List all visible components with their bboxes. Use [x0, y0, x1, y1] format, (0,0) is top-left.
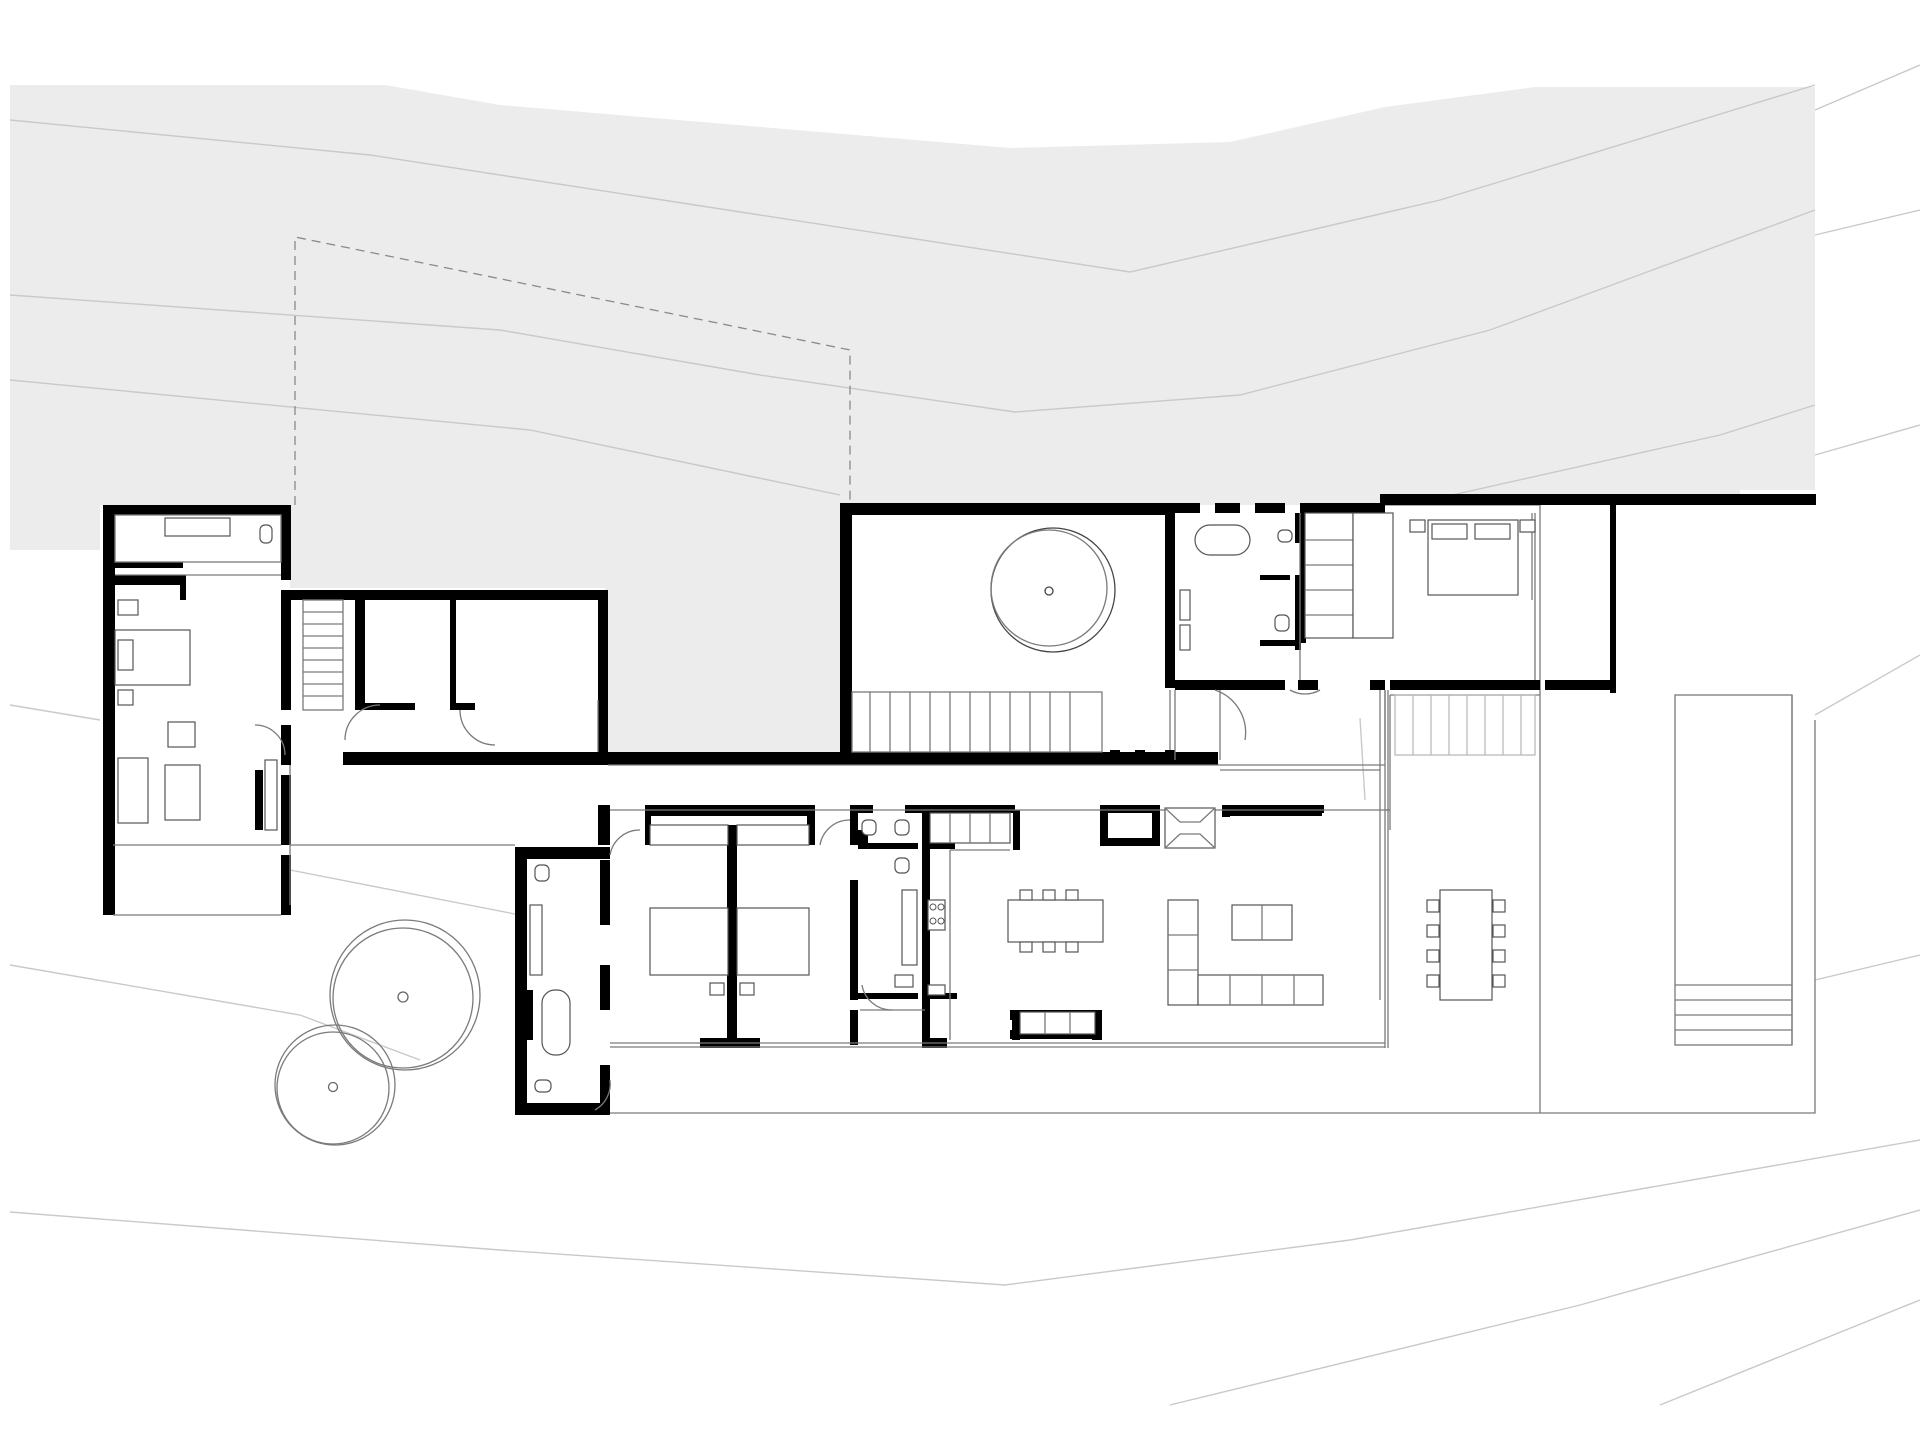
hillside-fill	[10, 85, 1815, 752]
fireplace	[1164, 807, 1216, 849]
kitchen-counter	[929, 812, 1011, 844]
wardrobe	[649, 824, 810, 846]
sofa-icon	[117, 721, 278, 831]
round-pool	[990, 527, 1116, 653]
toilet-icon	[894, 819, 910, 836]
bed-icon	[649, 907, 810, 996]
cooktop-icon	[927, 899, 946, 996]
sink-icon	[164, 517, 231, 537]
toilet-icon	[259, 524, 273, 544]
bathtub-icon	[1194, 524, 1251, 556]
thin-lines	[113, 513, 1536, 1048]
tree-icon	[274, 1024, 396, 1146]
sofa-icon	[1019, 1011, 1096, 1035]
toilet-icon	[1277, 529, 1293, 543]
dining-table-icon	[1007, 889, 1104, 953]
sink-icon	[529, 904, 543, 976]
hillside-area	[9, 84, 1816, 752]
toilet-icon	[534, 1079, 552, 1093]
stair-icon	[1394, 694, 1536, 756]
stair-icon	[851, 691, 1103, 753]
toilet-icon	[534, 864, 550, 882]
toilet-icon	[894, 857, 910, 874]
sink-icon	[894, 889, 918, 988]
walls	[103, 494, 1816, 1115]
hillside-contours	[9, 84, 1816, 501]
sink-icon	[1179, 589, 1191, 651]
stair-icon	[302, 599, 344, 711]
toilet-icon	[861, 819, 877, 836]
bed-icon	[1409, 519, 1536, 596]
wardrobe	[1304, 512, 1394, 639]
door-swings	[254, 689, 1321, 1111]
toilet-icon	[1274, 614, 1290, 632]
bathtub-icon	[541, 989, 571, 1056]
sofa-icon	[1167, 899, 1324, 1006]
tree-icon	[329, 919, 481, 1071]
dining-table-icon	[1426, 889, 1506, 1001]
coffee-table	[1231, 904, 1293, 941]
site-contours	[9, 64, 1920, 1406]
bed-icon	[114, 599, 191, 706]
